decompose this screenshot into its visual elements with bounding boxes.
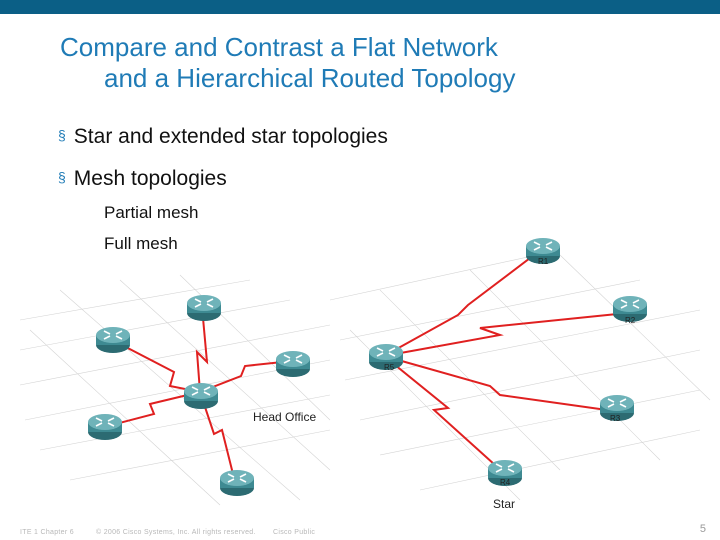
router-icon <box>183 382 219 410</box>
router-label-r5: R5 <box>384 363 395 372</box>
footer-copyright: © 2006 Cisco Systems, Inc. All rights re… <box>96 529 256 536</box>
router-label-r4: R4 <box>500 478 511 487</box>
star-links <box>383 251 628 475</box>
page-number: 5 <box>699 523 706 535</box>
floor-grid <box>19 249 711 506</box>
star-label: Star <box>493 497 515 511</box>
bullet-marker-icon: § <box>58 127 66 143</box>
top-bar <box>0 0 720 14</box>
subbullet-partial-mesh: Partial mesh <box>104 203 199 222</box>
router-icon <box>87 413 123 441</box>
title-line-1: Compare and Contrast a Flat Network <box>60 32 498 62</box>
router-label-r1: R1 <box>538 257 549 266</box>
router-icon <box>275 350 311 378</box>
bullet-star: §Star and extended star topologies <box>58 125 388 148</box>
bullet-marker-icon: § <box>58 169 66 185</box>
router-icon <box>95 326 131 354</box>
slide-title: Compare and Contrast a Flat Network and … <box>60 32 700 94</box>
title-line-2: and a Hierarchical Routed Topology <box>104 63 516 93</box>
footer-chapter: ITE 1 Chapter 6 <box>20 529 74 536</box>
head-office-label: Head Office <box>253 410 316 424</box>
subbullet-full-mesh: Full mesh <box>104 234 178 253</box>
bullet-mesh: §Mesh topologies <box>58 167 227 190</box>
router-label-r3: R3 <box>610 414 621 423</box>
router-icon <box>219 469 255 497</box>
router-icon <box>186 294 222 322</box>
footer-classification: Cisco Public <box>273 529 316 536</box>
router-label-r2: R2 <box>625 316 636 325</box>
